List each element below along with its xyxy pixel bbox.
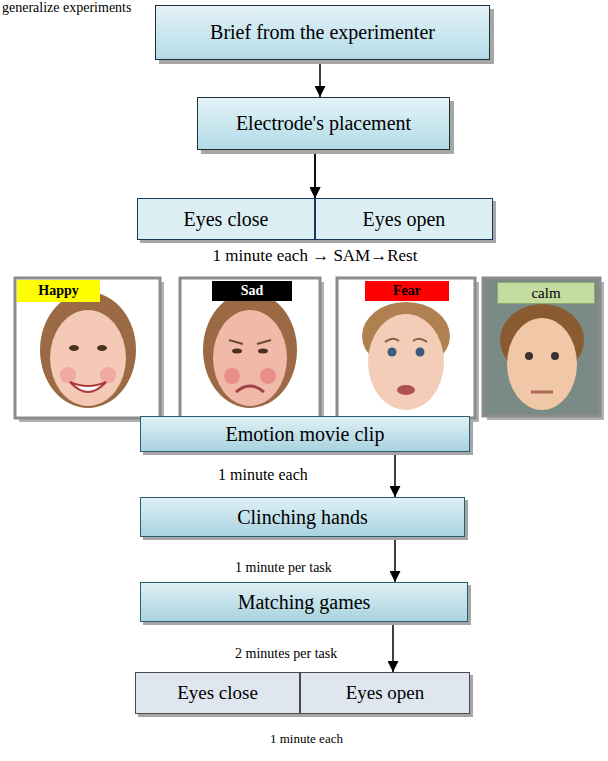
brow [385,339,399,342]
process-box: Clinching hands [140,497,465,537]
note-text: 1 minute each [270,731,343,746]
note-text: 1 minute each [218,466,308,483]
flow-arrow [394,537,396,582]
emotion-tag: Fear [365,281,449,301]
step-note: 1 minute each [218,466,308,484]
baseline-box: Eyes open [300,672,470,714]
calm-face-photo [483,278,604,420]
baseline-box: Eyes open [315,198,493,240]
photo-frame [15,278,160,418]
cheek [260,368,276,384]
baseline-box: Eyes close [137,198,315,240]
hair [40,292,136,408]
photo-frame [180,278,320,418]
smile [70,382,106,392]
box-text: Matching games [238,591,371,614]
process-box: Emotion movie clip [140,416,470,452]
flow-arrow [314,150,316,198]
brow [229,340,243,344]
frown [236,386,264,392]
face [507,318,577,410]
note-text: 1 minute per task [235,560,332,575]
emotion-tag: Sad [212,281,292,301]
note-text: 1 minute each → SAM→Rest [213,246,418,265]
box-text: Happy [38,283,78,299]
eye [69,345,79,351]
flow-arrow [314,150,316,198]
photo-frame [337,278,475,418]
step-note: 2 minutes per task [235,646,337,662]
box-text: Eyes close [184,208,269,231]
baseline-box: Eyes close [135,672,300,714]
eye [232,349,242,354]
box-text: calm [531,285,560,302]
note-text: 2 minutes per task [235,646,337,661]
photo-frame [483,278,600,416]
box-text: Electrode's placement [236,112,411,135]
step-note: 1 minute each → SAM→Rest [213,246,418,266]
brow [413,339,427,342]
emotion-tag: Happy [17,280,100,302]
hair [203,292,297,408]
cheek [100,367,116,383]
eye [388,348,397,357]
box-text: Eyes open [363,208,446,231]
fear-face-photo [337,278,479,422]
step-note: 1 minute per task [235,560,332,576]
process-box: Electrode's placement [197,97,450,150]
step-note: 1 minute each [270,731,343,747]
flow-arrow [392,622,394,672]
eye [551,352,559,360]
eye [258,349,268,354]
eye [97,345,107,351]
face [213,310,287,406]
flow-arrow [394,452,396,497]
box-text: Emotion movie clip [226,423,385,446]
eye [416,348,425,357]
flow-arrow [319,60,321,97]
brow [257,340,271,344]
step-note: generalize experiments [2,0,131,16]
emotion-tag: calm [497,282,595,304]
note-text: generalize experiments [2,0,131,15]
mouth [531,391,553,394]
face [368,314,444,410]
box-text: Fear [393,283,421,299]
eye [525,352,533,360]
box-text: Sad [241,283,264,299]
process-box: Matching games [140,582,468,622]
cheek [60,367,76,383]
cheek [224,368,240,384]
happy-face-photo [15,278,164,422]
process-box: Brief from the experimenter [155,5,490,60]
box-text: Eyes close [177,682,258,704]
face [50,310,126,406]
box-text: Clinching hands [237,506,368,529]
mouth [397,385,415,395]
box-text: Eyes open [346,682,425,704]
sad-face-photo [180,278,324,422]
box-text: Brief from the experimenter [210,21,435,44]
